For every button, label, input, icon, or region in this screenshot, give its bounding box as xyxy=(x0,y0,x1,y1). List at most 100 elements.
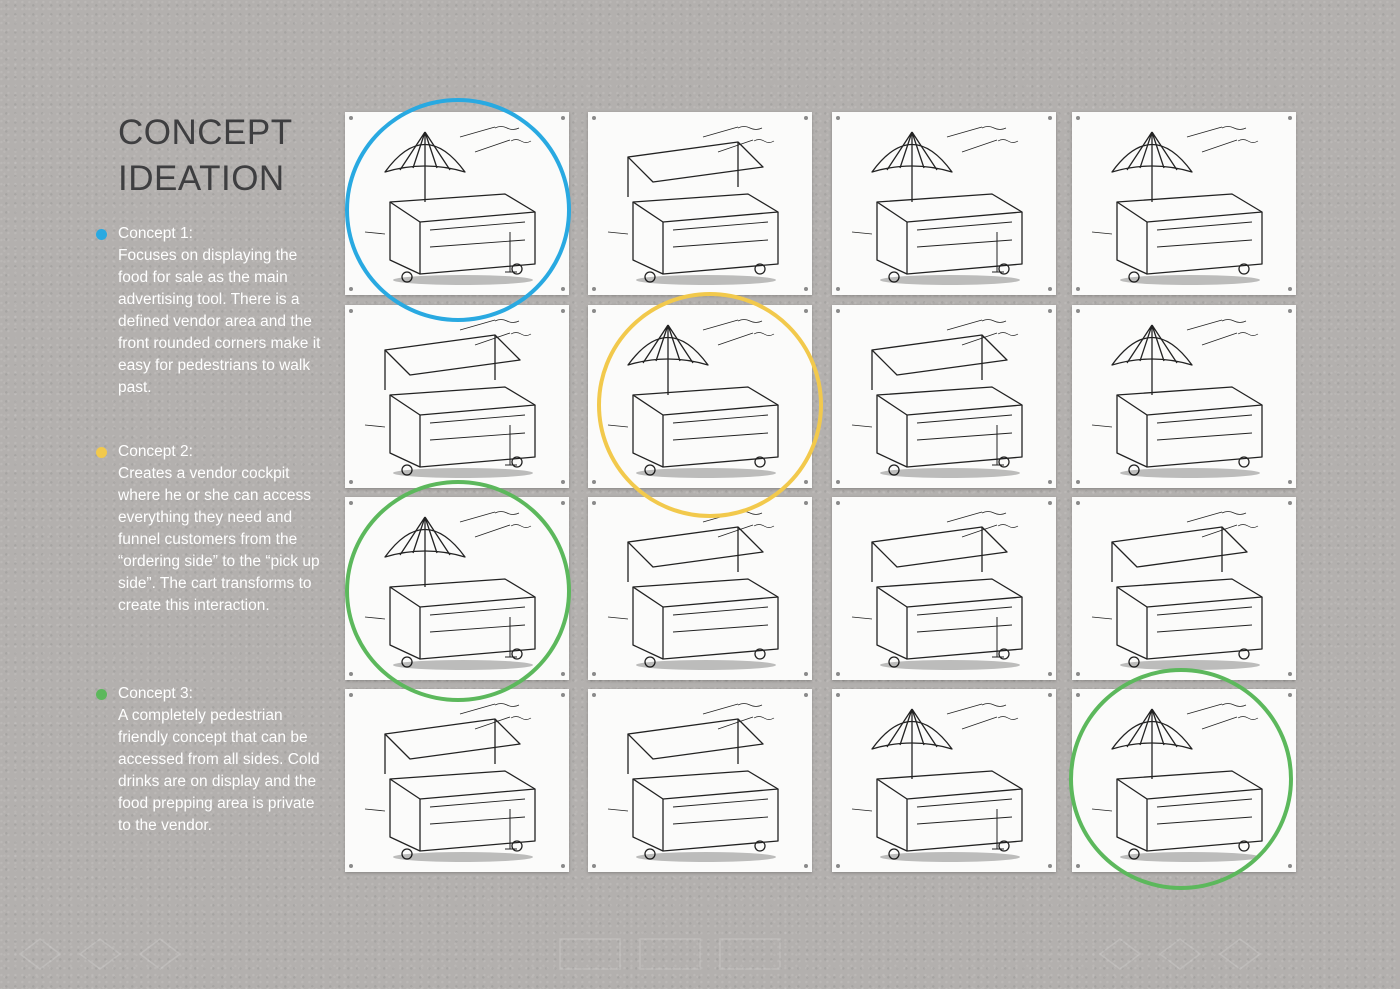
cart-sketch-icon xyxy=(1091,511,1263,670)
cart-sketch-icon xyxy=(1091,319,1263,478)
pin-icon xyxy=(1048,116,1052,120)
pin-icon xyxy=(1076,287,1080,291)
concept-2-description: Creates a vendor cockpit where he or she… xyxy=(118,465,320,614)
cart-sketch-icon xyxy=(364,703,536,862)
pin-icon xyxy=(1288,480,1292,484)
pin-icon xyxy=(349,864,353,868)
sketch-sheet xyxy=(588,112,812,295)
pin-icon xyxy=(349,309,353,313)
sketch-sheet xyxy=(832,497,1056,680)
concept-3-highlight-ring xyxy=(345,480,571,702)
pin-icon xyxy=(561,693,565,697)
cart-sketch-icon xyxy=(1091,126,1263,285)
pin-icon xyxy=(804,501,808,505)
concept-3-bullet-icon xyxy=(96,688,107,700)
sketch-sheet xyxy=(588,497,812,680)
pin-icon xyxy=(1048,309,1052,313)
pin-icon xyxy=(349,672,353,676)
footer-pattern xyxy=(18,938,1262,970)
pin-icon xyxy=(349,480,353,484)
pin-icon xyxy=(1076,116,1080,120)
pin-icon xyxy=(1076,501,1080,505)
pin-icon xyxy=(1288,287,1292,291)
pin-icon xyxy=(592,287,596,291)
pin-icon xyxy=(1048,480,1052,484)
sketch-sheet xyxy=(1072,497,1296,680)
pin-icon xyxy=(592,672,596,676)
pin-icon xyxy=(804,480,808,484)
pin-icon xyxy=(804,672,808,676)
pin-icon xyxy=(592,116,596,120)
sketch-sheet xyxy=(1072,112,1296,295)
cart-sketch-icon xyxy=(851,319,1023,478)
cart-sketch-icon xyxy=(851,511,1023,670)
concept-2-bullet-icon xyxy=(96,446,107,458)
pin-icon xyxy=(1048,501,1052,505)
pin-icon xyxy=(592,501,596,505)
pin-icon xyxy=(836,864,840,868)
cart-sketch-icon xyxy=(851,703,1023,862)
pin-icon xyxy=(1076,480,1080,484)
concept-2-block: Concept 2: Creates a vendor cockpit wher… xyxy=(96,441,326,617)
pin-icon xyxy=(836,287,840,291)
pin-icon xyxy=(836,501,840,505)
pin-icon xyxy=(836,309,840,313)
sketch-sheet xyxy=(345,305,569,488)
concept-3-label: Concept 3: xyxy=(118,685,193,702)
pin-icon xyxy=(1076,309,1080,313)
pin-icon xyxy=(561,480,565,484)
pin-icon xyxy=(1048,864,1052,868)
pin-icon xyxy=(349,693,353,697)
concept-1-highlight-ring xyxy=(345,98,571,322)
pin-icon xyxy=(1076,672,1080,676)
pin-icon xyxy=(349,116,353,120)
sketch-sheet xyxy=(832,112,1056,295)
pin-icon xyxy=(1288,672,1292,676)
pin-icon xyxy=(804,864,808,868)
concept-3-description: A completely pedestrian friendly concept… xyxy=(118,707,320,834)
pin-icon xyxy=(349,287,353,291)
pin-icon xyxy=(1076,693,1080,697)
pin-icon xyxy=(561,672,565,676)
pin-icon xyxy=(1288,501,1292,505)
pin-icon xyxy=(1288,693,1292,697)
title-line-1: CONCEPT xyxy=(118,113,293,152)
cart-sketch-icon xyxy=(851,126,1023,285)
pin-icon xyxy=(561,864,565,868)
sketch-sheet xyxy=(588,689,812,872)
cart-sketch-icon xyxy=(607,511,779,670)
concept-1-description: Focuses on displaying the food for sale … xyxy=(118,247,321,396)
pin-icon xyxy=(561,309,565,313)
concept-3-block: Concept 3: A completely pedestrian frien… xyxy=(96,683,326,837)
pin-icon xyxy=(1048,693,1052,697)
concept-2-highlight-ring xyxy=(597,292,823,518)
pin-icon xyxy=(804,693,808,697)
pin-icon xyxy=(804,287,808,291)
pin-icon xyxy=(592,693,596,697)
pin-icon xyxy=(592,480,596,484)
concept-3-highlight-ring xyxy=(1069,668,1293,890)
pin-icon xyxy=(349,501,353,505)
concept-1-bullet-icon xyxy=(96,228,107,240)
cart-sketch-icon xyxy=(364,319,536,478)
cart-sketch-icon xyxy=(607,126,779,285)
page-title: CONCEPT IDEATION xyxy=(118,110,293,202)
title-line-2: IDEATION xyxy=(118,159,285,198)
pin-icon xyxy=(804,309,808,313)
pin-icon xyxy=(592,309,596,313)
pin-icon xyxy=(836,480,840,484)
pin-icon xyxy=(1288,116,1292,120)
pin-icon xyxy=(1076,864,1080,868)
pin-icon xyxy=(561,501,565,505)
pin-icon xyxy=(561,287,565,291)
pin-icon xyxy=(836,116,840,120)
sketch-sheet xyxy=(832,689,1056,872)
sketch-sheet xyxy=(1072,305,1296,488)
pin-icon xyxy=(804,116,808,120)
pin-icon xyxy=(1048,287,1052,291)
concept-1-label: Concept 1: xyxy=(118,225,193,242)
sketch-sheet xyxy=(345,689,569,872)
pin-icon xyxy=(561,116,565,120)
pin-icon xyxy=(592,864,596,868)
cart-sketch-icon xyxy=(607,703,779,862)
